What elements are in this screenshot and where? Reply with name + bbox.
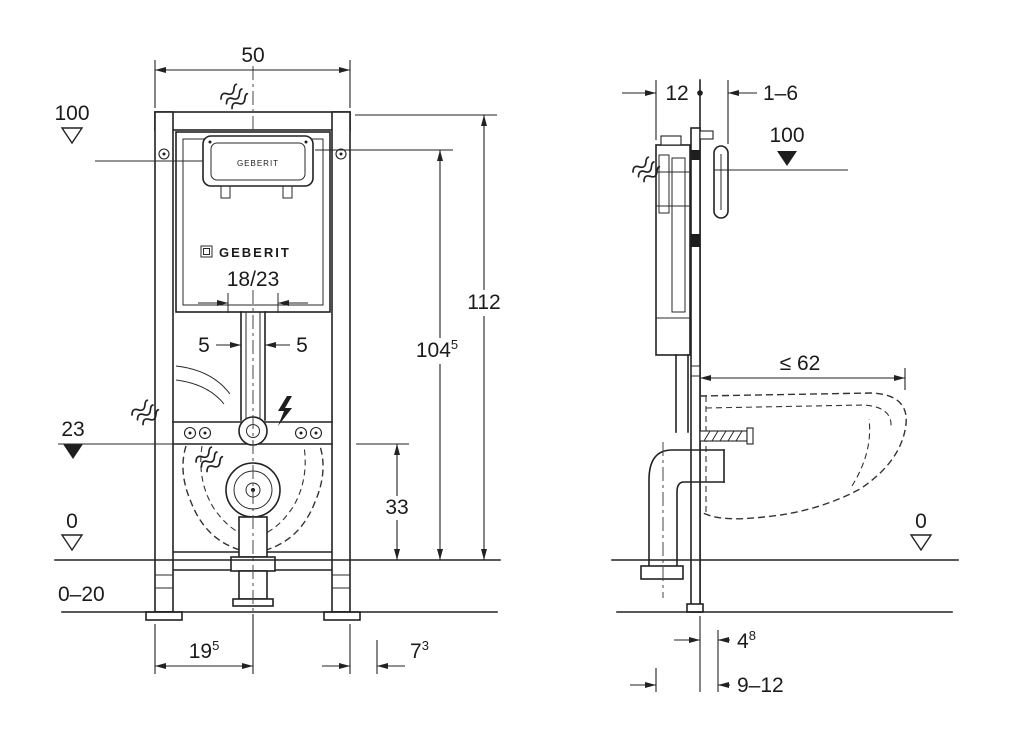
side-bolt	[699, 427, 754, 445]
front-fixings	[158, 148, 347, 160]
frame-right-foot	[323, 611, 361, 621]
floor-lines	[54, 559, 959, 613]
level-100-side-label: 100	[769, 124, 804, 147]
side-flush-plate	[713, 145, 729, 219]
level-0-label: 0	[66, 510, 78, 533]
squiggle-icon	[192, 444, 227, 476]
frame-right-rail	[331, 111, 351, 613]
dim-reference-dot	[697, 90, 703, 96]
fixing-rod-washer	[746, 427, 754, 445]
pan-profile-seat	[705, 404, 892, 427]
front-supply-pipe	[175, 365, 231, 405]
squiggle-icon	[217, 81, 252, 113]
side-drain-elbow	[640, 442, 725, 598]
dim-50-label: 50	[241, 44, 264, 67]
side-levels: 100 0	[714, 124, 933, 552]
side-frame	[686, 79, 714, 613]
fill-valve	[658, 154, 670, 214]
dim-18-23-label: 18/23	[227, 268, 280, 291]
plate-screw-right	[282, 185, 293, 199]
level-23-label: 23	[61, 418, 84, 441]
dim-4-8-label: 48	[737, 628, 756, 653]
pan-outline-outer	[182, 445, 324, 554]
cistern-profile	[655, 144, 691, 356]
dim-62-label: ≤ 62	[780, 352, 821, 375]
side-dimensions: 12 1–6 ≤ 62 48 9–12	[622, 80, 906, 697]
dim-5-left-label: 5	[198, 334, 210, 357]
flush-plate-brand-label: GEBERIT	[237, 159, 279, 168]
dim-9-12-label: 9–12	[737, 674, 784, 697]
side-cistern	[629, 135, 691, 433]
front-frame	[145, 111, 361, 621]
frame-left-rail	[154, 111, 174, 613]
cistern-cap	[660, 135, 682, 146]
level-23-marker	[63, 444, 83, 459]
frame-left-foot	[145, 611, 183, 621]
dim-104-5-label: 1045	[416, 337, 458, 362]
dim-33-label: 33	[385, 496, 408, 519]
level-0-marker	[60, 534, 84, 552]
front-flush-pipe	[240, 311, 266, 421]
pan-profile-outer	[699, 392, 907, 520]
level-100-side-marker	[777, 151, 797, 166]
side-view: 12 1–6 ≤ 62 48 9–12 100 0	[622, 79, 933, 697]
geberit-logo-label: GEBERIT	[219, 245, 291, 260]
dim-12-label: 12	[665, 82, 688, 105]
front-levels: 100 23 0 0–20	[54, 102, 203, 606]
level-0-side-marker	[909, 534, 933, 552]
geberit-logo-icon	[200, 245, 213, 258]
dim-1-6-label: 1–6	[763, 82, 798, 105]
front-view: GEBERIT GEBERIT	[54, 44, 504, 674]
level-100-marker	[60, 127, 84, 145]
dim-19-5-label: 195	[189, 638, 220, 663]
side-foot	[686, 603, 704, 613]
side-rail	[690, 127, 701, 613]
flush-plate	[210, 142, 306, 181]
dim-0-20-label: 0–20	[58, 583, 105, 606]
side-pan-outline	[699, 392, 907, 520]
level-100-label: 100	[54, 102, 89, 125]
flush-valve	[671, 157, 686, 313]
dim-5-right-label: 5	[296, 334, 308, 357]
front-dimensions: 50 18/23 5 5 195 73	[154, 44, 504, 674]
lightning-bolt-icon	[278, 396, 292, 426]
side-top-bracket	[699, 130, 714, 140]
dim-112-label: 112	[467, 291, 500, 314]
dim-7-3-label: 73	[410, 638, 429, 663]
drain-socket-side	[640, 565, 684, 580]
pan-profile-bowl	[851, 418, 871, 487]
plate-screw-left	[220, 185, 231, 199]
level-0-side-label: 0	[915, 510, 927, 533]
